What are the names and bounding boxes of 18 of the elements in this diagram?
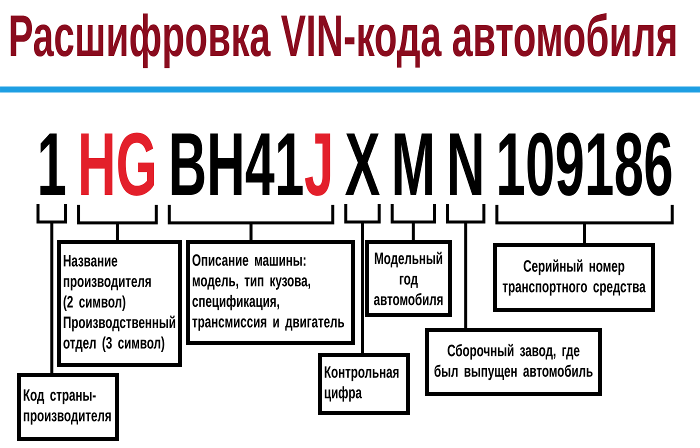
title: Расшифровка VIN-кода автомобиля (10, 12, 676, 68)
text-box: Сборочный завод, где был выпущен автомобиль (425, 328, 602, 396)
vin-characters: HG (81, 132, 154, 196)
vin-characters: X (345, 134, 380, 195)
vin-characters: N (450, 134, 482, 195)
text-box: Серийный номер транспортного средства (493, 243, 655, 312)
text-box: Модельный год автомобиля (365, 240, 452, 317)
bracket-leader (390, 202, 436, 244)
vin-characters: BH41J (172, 134, 330, 196)
vin-characters: 1 (40, 134, 66, 195)
text-box: Название производителя (2 символ) Производственный отдел (3 символ) (57, 240, 182, 367)
vin-characters: 109186 (499, 132, 672, 196)
text-box: Код страны-производителя (17, 373, 119, 441)
text-box: Контрольная цифра (318, 353, 410, 415)
text-box: Описание машины: модель, тип кузова, спецификация, трансмиссия и двигатель (186, 240, 355, 345)
bracket-leader (36, 202, 68, 376)
bracket-leader (344, 202, 381, 356)
vin-characters: M (394, 134, 432, 195)
